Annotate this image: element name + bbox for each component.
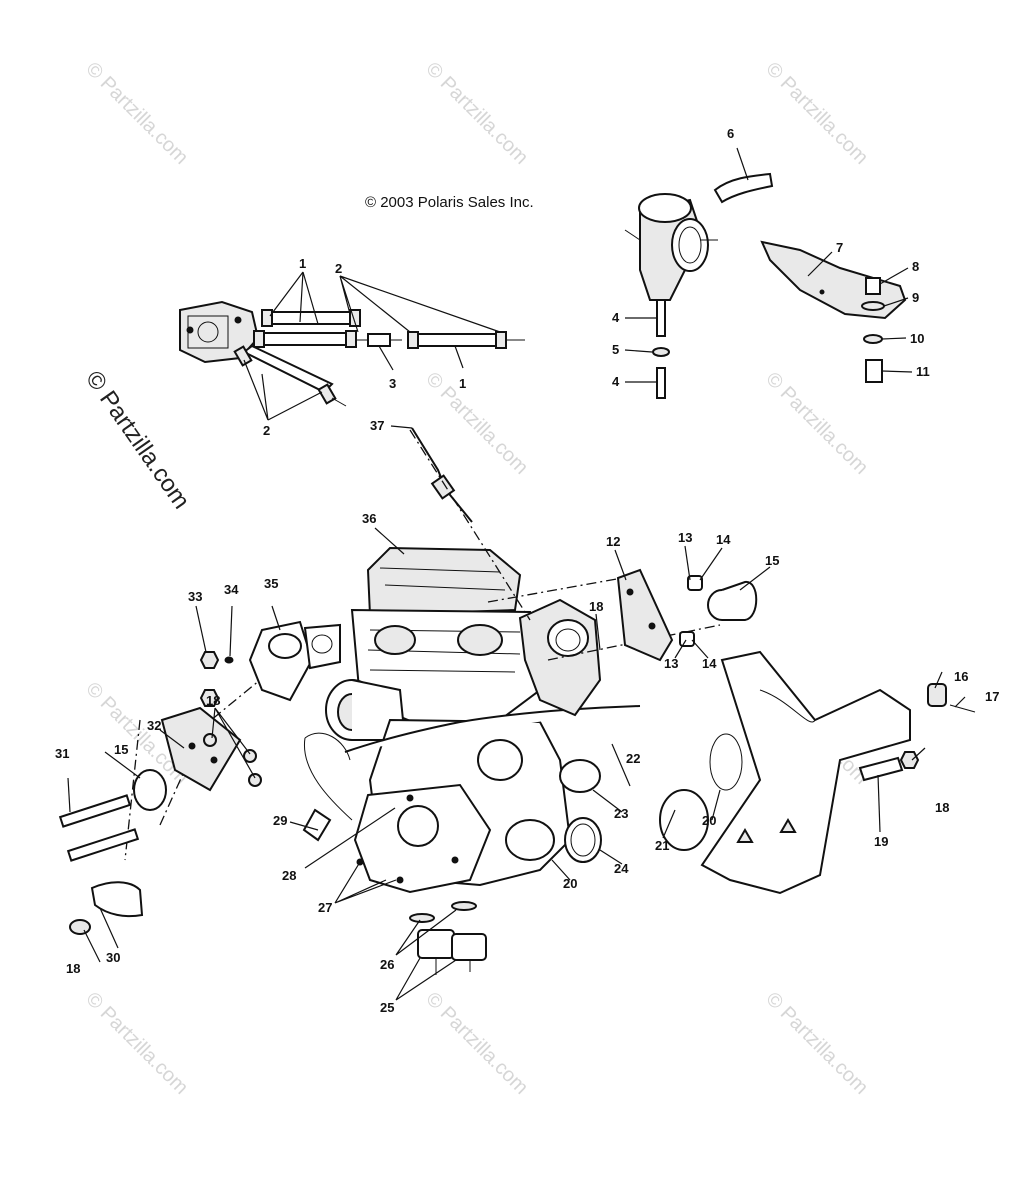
callout-33: 33 bbox=[188, 589, 202, 604]
callout-17: 17 bbox=[985, 689, 999, 704]
callout-7: 7 bbox=[836, 240, 843, 255]
callout-16: 16 bbox=[954, 669, 968, 684]
callout-21: 21 bbox=[655, 838, 669, 853]
callout-14: 14 bbox=[716, 532, 731, 547]
callout-19: 19 bbox=[874, 834, 888, 849]
callout-22: 22 bbox=[626, 751, 640, 766]
callout-12: 12 bbox=[606, 534, 620, 549]
callout-3: 3 bbox=[389, 376, 396, 391]
watermark: © Partzilla.com bbox=[421, 58, 532, 169]
bracket-assembly bbox=[760, 240, 907, 383]
callout-2: 2 bbox=[335, 261, 342, 276]
callout-35: 35 bbox=[264, 576, 278, 591]
watermark: © Partzilla.com bbox=[761, 368, 872, 479]
callout-9: 9 bbox=[912, 290, 919, 305]
watermark: © Partzilla.com bbox=[421, 988, 532, 1099]
callout-8: 8 bbox=[912, 259, 919, 274]
watermark: © Partzilla.com bbox=[421, 368, 532, 479]
callout-29: 29 bbox=[273, 813, 287, 828]
callout-15: 15 bbox=[114, 742, 128, 757]
copyright-notice: © 2003 Polaris Sales Inc. bbox=[365, 194, 534, 211]
callout-31: 31 bbox=[55, 746, 69, 761]
callout-20: 20 bbox=[702, 813, 716, 828]
watermark: © Partzilla.com bbox=[761, 988, 872, 1099]
callout-30: 30 bbox=[106, 950, 120, 965]
callout-28: 28 bbox=[282, 868, 296, 883]
callout-37: 37 bbox=[370, 418, 384, 433]
callout-13: 13 bbox=[678, 530, 692, 545]
callout-13: 13 bbox=[664, 656, 678, 671]
callout-11: 11 bbox=[916, 364, 930, 379]
callout-14: 14 bbox=[702, 656, 717, 671]
callout-18: 18 bbox=[935, 800, 949, 815]
callout-18: 18 bbox=[589, 599, 603, 614]
watermark: © Partzilla.com bbox=[761, 58, 872, 169]
callout-15: 15 bbox=[765, 553, 779, 568]
callout-20: 20 bbox=[563, 876, 577, 891]
callout-32: 32 bbox=[147, 718, 161, 733]
callout-34: 34 bbox=[224, 582, 239, 597]
callout-1: 1 bbox=[459, 376, 466, 391]
left-mount-assembly bbox=[58, 706, 262, 935]
fuel-pump-assembly bbox=[179, 300, 525, 407]
callout-1: 1 bbox=[299, 256, 306, 271]
callout-4: 4 bbox=[612, 374, 620, 389]
callout-27: 27 bbox=[318, 900, 332, 915]
callout-2: 2 bbox=[263, 423, 270, 438]
callout-4: 4 bbox=[612, 310, 620, 325]
watermark-large: © Partzilla.com bbox=[80, 366, 195, 514]
frame-section bbox=[659, 650, 976, 895]
carburetor-assembly bbox=[624, 172, 774, 399]
callout-36: 36 bbox=[362, 511, 376, 526]
right-mount-assembly bbox=[616, 568, 758, 662]
callout-24: 24 bbox=[614, 861, 629, 876]
callout-26: 26 bbox=[380, 957, 394, 972]
watermark: © Partzilla.com bbox=[81, 58, 192, 169]
callout-labels: 1 2 1 2 3 6 7 8 9 10 11 4 5 4 37 36 12 1… bbox=[55, 126, 999, 1015]
watermark: © Partzilla.com bbox=[81, 988, 192, 1099]
exhaust-flange-assembly bbox=[199, 620, 341, 707]
callout-25: 25 bbox=[380, 1000, 394, 1015]
callout-5: 5 bbox=[612, 342, 619, 357]
callout-23: 23 bbox=[614, 806, 628, 821]
callout-18: 18 bbox=[66, 961, 80, 976]
callout-10: 10 bbox=[910, 331, 924, 346]
callout-18: 18 bbox=[206, 693, 220, 708]
callout-6: 6 bbox=[727, 126, 734, 141]
leader-lines bbox=[67, 147, 966, 1001]
throttle-cable bbox=[411, 427, 473, 523]
